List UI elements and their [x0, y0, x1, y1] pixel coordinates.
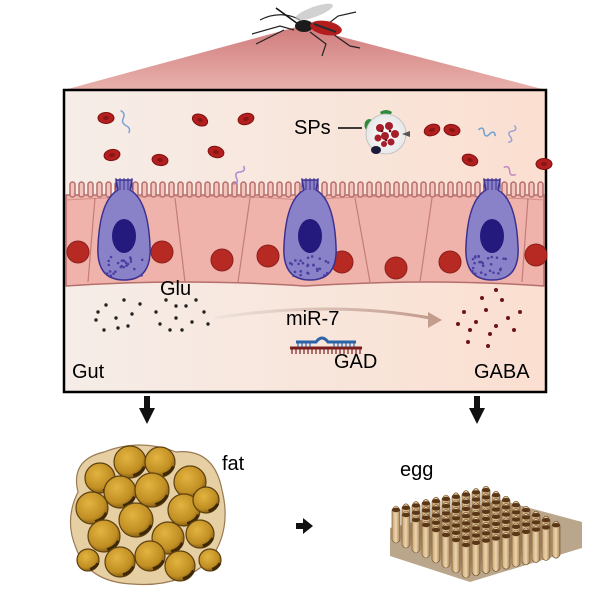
glutamate-dot [190, 320, 194, 324]
fat-droplet [185, 519, 215, 549]
glutamate-dot [114, 316, 118, 320]
zoom-funnel [64, 26, 546, 90]
fat-body-icon [69, 444, 226, 586]
enteroendocrine-cell [97, 178, 151, 281]
gaba-dot [468, 328, 472, 332]
down-arrow-right [469, 396, 485, 424]
gut-label: Gut [72, 361, 105, 383]
fat-droplet [167, 493, 201, 527]
fat-label: fat [222, 453, 245, 475]
enteroendocrine-cells [97, 178, 519, 281]
gaba-dot [484, 308, 488, 312]
egg [481, 536, 491, 574]
glutamate-dot [96, 310, 100, 314]
gaba-dot [462, 310, 466, 314]
mosquito-icon [251, 3, 361, 57]
gaba-dot [494, 324, 498, 328]
fat-droplet [113, 445, 147, 479]
gaba-dot [466, 340, 470, 344]
fat-droplet [75, 491, 109, 525]
egg [491, 534, 501, 572]
gad-label: GAD [334, 351, 377, 373]
egg [471, 538, 481, 577]
egg [551, 520, 561, 559]
fat-droplet [134, 472, 170, 508]
egg [541, 523, 551, 561]
gaba-dot [474, 320, 478, 324]
glutamate-dot [206, 322, 210, 326]
egg [461, 540, 471, 579]
fat-droplet [164, 550, 196, 582]
blood-cells [97, 112, 553, 170]
fat-droplet [118, 502, 154, 538]
glutamate-dot [138, 302, 142, 306]
fat-droplet [87, 519, 121, 553]
glutamate-dot [174, 304, 178, 308]
down-arrow-left [139, 396, 155, 424]
fat-to-egg-arrow [296, 518, 313, 534]
glu-label: Glu [160, 278, 191, 300]
enteroendocrine-cell [283, 178, 337, 281]
gaba-dot [494, 288, 498, 292]
sps-complex-icon [338, 110, 410, 155]
gaba-dot [506, 316, 510, 320]
glutamate-dot [116, 326, 120, 330]
glutamate-molecules [94, 298, 210, 332]
gaba-dot [480, 296, 484, 300]
egg-label: egg [400, 459, 433, 481]
egg [511, 529, 521, 568]
gaba-molecules [456, 288, 522, 348]
glutamate-dot [174, 316, 178, 320]
glutamate-dot [194, 298, 198, 302]
egg [431, 525, 441, 564]
glutamate-dot [184, 304, 188, 308]
bacteria [120, 109, 517, 185]
fat-droplet [144, 446, 176, 478]
fat-droplet [192, 486, 220, 514]
fat-droplet [104, 546, 136, 578]
glutamate-dot [130, 312, 134, 316]
egg [411, 515, 421, 554]
gaba-dot [486, 344, 490, 348]
egg-cluster-icon [390, 485, 582, 582]
mirna-gad-binding-icon [290, 336, 362, 354]
egg [401, 510, 411, 549]
glutamate-dot [94, 318, 98, 322]
egg [391, 505, 401, 544]
egg [531, 525, 541, 563]
fat-droplet [134, 540, 166, 572]
glutamate-dot [164, 298, 168, 302]
egg [441, 530, 451, 569]
gaba-label: GABA [474, 361, 530, 383]
egg [501, 531, 511, 570]
glutamate-dot [202, 310, 206, 314]
glutamate-dot [180, 328, 184, 332]
gaba-dot [518, 310, 522, 314]
egg [521, 527, 531, 566]
fat-droplet [76, 548, 100, 572]
gaba-dot [500, 298, 504, 302]
glutamate-dot [154, 310, 158, 314]
conversion-arrow [214, 307, 442, 328]
glutamate-dot [168, 328, 172, 332]
gaba-dot [512, 328, 516, 332]
mir7-label: miR-7 [286, 308, 339, 330]
glutamate-dot [122, 298, 126, 302]
glutamate-dot [158, 322, 162, 326]
gaba-dot [456, 322, 460, 326]
glutamate-dot [126, 324, 130, 328]
fat-droplet [198, 548, 222, 572]
egg [421, 520, 431, 559]
enteroendocrine-cell [465, 178, 519, 281]
glutamate-dot [104, 303, 108, 307]
gaba-dot [488, 332, 492, 336]
sps-label: SPs [294, 117, 331, 139]
egg [451, 535, 461, 574]
glutamate-dot [102, 328, 106, 332]
